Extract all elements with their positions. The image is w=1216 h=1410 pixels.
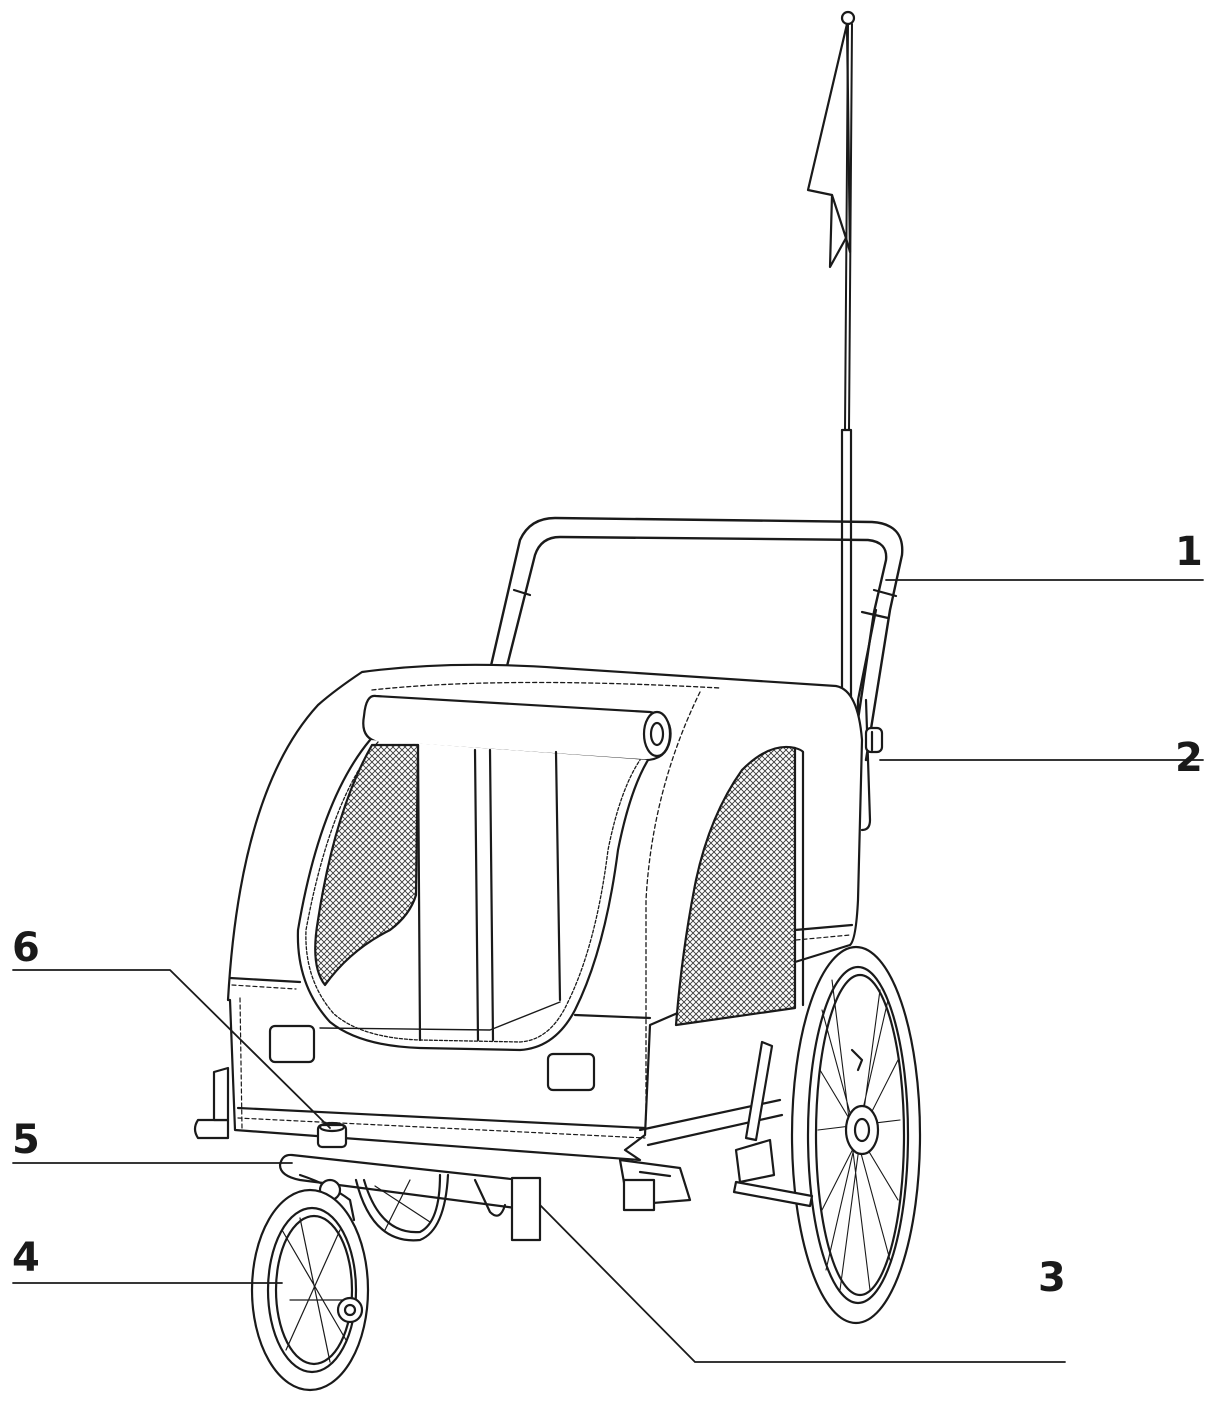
callout-number-5: 5 bbox=[12, 1117, 40, 1163]
push-handle bbox=[488, 516, 904, 832]
front-opening bbox=[296, 738, 650, 1052]
front-roll-bar bbox=[362, 694, 672, 762]
callout-number-2: 2 bbox=[1175, 735, 1203, 781]
lower-frame bbox=[193, 1066, 784, 1212]
side-mesh-window bbox=[674, 745, 805, 1027]
fork-bar bbox=[278, 1153, 542, 1242]
connector-knob bbox=[316, 1121, 348, 1149]
parking-brake bbox=[732, 1040, 814, 1208]
front-wheel bbox=[250, 1173, 370, 1392]
left-rear-wheel bbox=[354, 1173, 450, 1242]
handle-knob bbox=[864, 726, 884, 754]
callout-number-1: 1 bbox=[1175, 529, 1203, 575]
right-rear-wheel bbox=[790, 945, 922, 1325]
callout-number-4: 4 bbox=[12, 1235, 40, 1281]
leader-line-6 bbox=[12, 969, 331, 1129]
reflectors bbox=[268, 1024, 596, 1092]
callout-number-3: 3 bbox=[1038, 1255, 1066, 1301]
leader-lines bbox=[12, 579, 1204, 1363]
leader-line-3 bbox=[539, 1204, 1066, 1363]
callout-number-6: 6 bbox=[12, 925, 40, 971]
